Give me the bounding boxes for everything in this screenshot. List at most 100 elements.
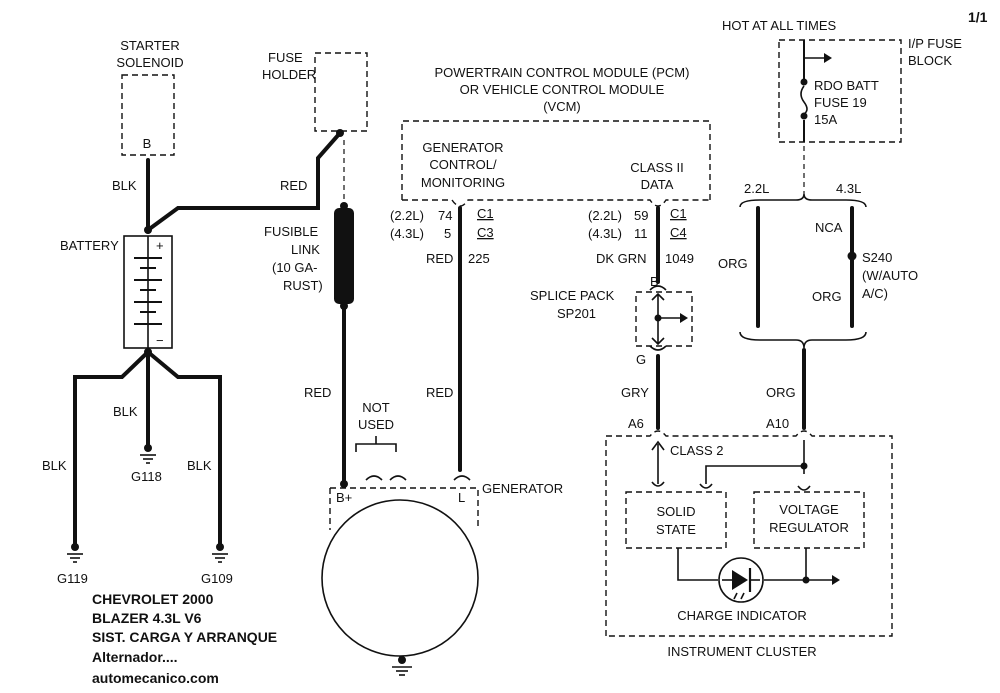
voltage-regulator-box [753,491,865,549]
svg-text:(4.3L): (4.3L) [588,226,622,241]
class2-label: CLASS 2 [670,443,723,458]
splice-pack-sp201: SPLICE PACK SP201 B G [530,274,693,367]
svg-text:LINK: LINK [291,242,320,257]
instrument-cluster-label: INSTRUMENT CLUSTER [667,644,816,659]
label-red-fuse: RED [280,178,307,193]
svg-text:C1: C1 [670,206,687,221]
solid-state-box [625,491,727,549]
svg-text:15A: 15A [814,112,837,127]
label-org-22: ORG [718,256,748,271]
label-blk-right: BLK [187,458,212,473]
svg-text:STARTER: STARTER [120,38,179,53]
fuse-block-box [778,39,902,143]
svg-text:A/C): A/C) [862,286,888,301]
gen-pin-l: L [458,490,465,505]
svg-text:OR VEHICLE CONTROL MODULE: OR VEHICLE CONTROL MODULE [460,82,665,97]
generator-body [321,499,479,657]
svg-text:74: 74 [438,208,452,223]
label-circuit-225: 225 [468,251,490,266]
svg-text:BLOCK: BLOCK [908,53,952,68]
instrument-cluster: A6 A10 CLASS 2 SOLID STATE VOLTAGE REGUL… [605,416,893,659]
label-red-link: RED [304,385,331,400]
svg-text:(2.2L): (2.2L) [588,208,622,223]
label-org-43: ORG [812,289,842,304]
svg-text:REGULATOR: REGULATOR [769,520,849,535]
label-circuit-1049: 1049 [665,251,694,266]
svg-text:+: + [156,238,164,253]
pcm-box [401,120,711,200]
caption-block: CHEVROLET 2000 BLAZER 4.3L V6 SIST. CARG… [92,591,277,686]
label-org-cluster: ORG [766,385,796,400]
label-blk-left: BLK [42,458,67,473]
svg-text:C1: C1 [477,206,494,221]
fuse-holder: FUSE HOLDER [262,50,368,132]
fusible-link-body [334,208,354,304]
svg-text:CONTROL/: CONTROL/ [429,157,497,172]
svg-text:(10 GA-: (10 GA- [272,260,318,275]
charge-indicator-label: CHARGE INDICATOR [677,608,807,623]
svg-text:(4.3L): (4.3L) [390,226,424,241]
svg-text:SOLENOID: SOLENOID [116,55,183,70]
svg-text:FUSE 19: FUSE 19 [814,95,867,110]
svg-text:S240: S240 [862,250,892,265]
starter-solenoid: STARTER SOLENOID B [116,38,184,156]
svg-text:STATE: STATE [656,522,696,537]
caption-line3: SIST. CARGA Y ARRANQUE [92,629,277,645]
generator-housing [329,487,479,530]
generator: NOT USED B+ L GENERATOR [321,400,563,676]
svg-text:FUSE: FUSE [268,50,303,65]
splice-s240 [847,251,857,261]
wire-blk-g119 [73,350,150,547]
wire-red-fuse [146,131,342,232]
page-number: 1/1 [968,9,988,25]
generator-label: GENERATOR [482,481,563,496]
svg-text:POWERTRAIN CONTROL MODULE (PCM: POWERTRAIN CONTROL MODULE (PCM) [435,65,690,80]
gen-pin-b-plus: B+ [336,490,352,505]
ip-fuse-block: I/P FUSE BLOCK RDO BATT FUSE 19 15A [778,36,962,143]
cluster-box [605,430,893,637]
svg-text:(VCM): (VCM) [543,99,581,114]
svg-text:−: − [156,333,164,348]
pin-a10: A10 [766,416,789,431]
label-gry: GRY [621,385,649,400]
svg-text:C3: C3 [477,225,494,240]
svg-text:SPLICE PACK: SPLICE PACK [530,288,615,303]
svg-text:(2.2L): (2.2L) [390,208,424,223]
ground-g118: G118 [131,444,162,484]
label-dkgrn: DK GRN [596,251,647,266]
svg-text:RDO BATT: RDO BATT [814,78,879,93]
label-nca: NCA [815,220,843,235]
caption-line2: BLAZER 4.3L V6 [92,610,202,626]
pin-a6: A6 [628,416,644,431]
wire-blk-g109 [146,350,222,547]
label-blk-mid: BLK [113,404,138,419]
svg-text:HOLDER: HOLDER [262,67,316,82]
svg-text:RUST): RUST) [283,278,323,293]
not-used-line2: USED [358,417,394,432]
svg-text:DATA: DATA [641,177,674,192]
svg-text:MONITORING: MONITORING [421,175,505,190]
svg-text:G: G [636,352,646,367]
svg-text:B: B [650,274,659,289]
label-hot-at-all-times: HOT AT ALL TIMES [722,18,836,33]
svg-text:GENERATOR: GENERATOR [422,140,503,155]
fuse-19-symbol [800,85,808,115]
caption-line5: automecanico.com [92,670,219,686]
label-blk-starter: BLK [112,178,137,193]
svg-text:C4: C4 [670,225,687,240]
splice-pack-box [635,291,693,347]
svg-text:5: 5 [444,226,451,241]
fuse-holder-box [314,52,368,132]
svg-text:VOLTAGE: VOLTAGE [779,502,839,517]
svg-text:FUSIBLE: FUSIBLE [264,224,319,239]
charge-indicator-icon [718,557,764,603]
svg-text:G119: G119 [57,571,88,586]
not-used-line1: NOT [362,400,390,415]
svg-text:SOLID: SOLID [656,504,695,519]
svg-text:G109: G109 [201,571,233,586]
svg-text:CLASS II: CLASS II [630,160,683,175]
svg-text:I/P FUSE: I/P FUSE [908,36,962,51]
svg-text:59: 59 [634,208,648,223]
label-red-l: RED [426,385,453,400]
